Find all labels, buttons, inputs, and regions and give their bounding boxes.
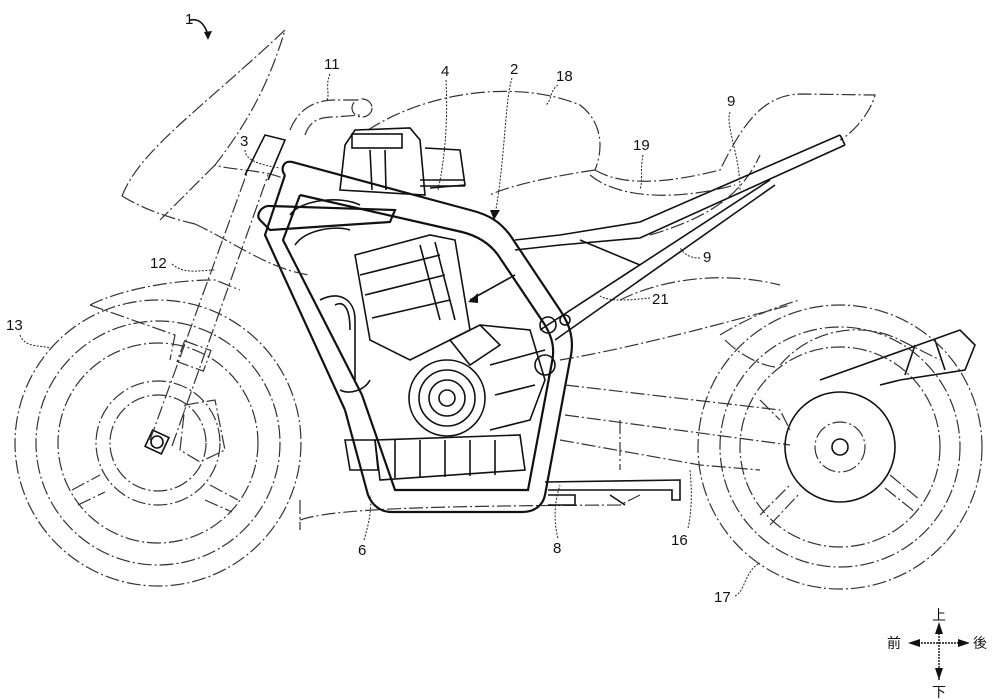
- ref-label-2: 2: [510, 61, 518, 78]
- front-wheel: [14, 299, 302, 587]
- ref-label-11: 11: [324, 56, 340, 73]
- leader-9b: [679, 247, 701, 259]
- leader-18: [545, 84, 559, 106]
- arrow-2-icon: [490, 210, 500, 220]
- leader-12: [171, 263, 216, 272]
- arrow-front-icon: [908, 639, 920, 647]
- compass-front-label: 前: [887, 635, 901, 652]
- arrow-down-icon: [935, 668, 943, 680]
- main-frame: [257, 160, 574, 514]
- leader-19: [639, 154, 644, 191]
- leader-6: [363, 494, 372, 541]
- engine: [344, 234, 546, 481]
- leader-8: [554, 484, 561, 539]
- ref-label-12: 12: [150, 255, 167, 272]
- arrow-up-icon: [935, 622, 943, 634]
- leader-11: [326, 73, 331, 101]
- ref-label-6: 6: [358, 542, 366, 559]
- ref-label-19: 19: [633, 137, 650, 154]
- ref-label-13: 13: [6, 317, 23, 334]
- fuel-tank: [367, 90, 601, 196]
- leader-4: [437, 79, 448, 191]
- leader-13: [19, 334, 51, 349]
- leader-9a: [728, 111, 741, 191]
- ref-label-4: 4: [441, 63, 449, 80]
- compass-up-label: 上: [932, 608, 946, 624]
- leader-2: [494, 77, 513, 216]
- leader-21: [599, 295, 651, 301]
- leader-16: [687, 469, 692, 529]
- compass-rear-label: 後: [973, 636, 987, 652]
- exhaust-pipe: [544, 479, 681, 506]
- ref-label-8: 8: [553, 540, 561, 557]
- front-fork: [149, 134, 287, 447]
- direction-compass: 上 下 前 後: [887, 608, 987, 700]
- rear-fender: [719, 299, 976, 386]
- ref-label-21: 21: [652, 291, 669, 308]
- leader-17: [734, 562, 761, 597]
- ref-label-18: 18: [556, 68, 573, 85]
- front-cowl: [121, 28, 287, 225]
- arrow-rear-icon: [958, 639, 970, 647]
- radiator-hoses: [289, 199, 371, 393]
- ref-label-17: 17: [714, 589, 731, 606]
- front-fender: [89, 279, 241, 361]
- rear-wheel: [697, 304, 983, 590]
- reference-labels: 1 2 3 4 6 8 9 9 11 12 13 16 17 18 19 21: [6, 11, 761, 606]
- air-box: [339, 127, 466, 196]
- handlebar: [289, 98, 373, 136]
- arrow-1-icon: [204, 31, 212, 40]
- ref-label-9a: 9: [727, 93, 735, 110]
- swing-arm: [559, 384, 791, 471]
- ref-label-9b: 9: [703, 249, 711, 266]
- seat-rails: [514, 134, 846, 341]
- seat: [589, 93, 876, 236]
- compass-down-label: 下: [932, 685, 946, 700]
- ref-label-3: 3: [240, 133, 248, 150]
- ref-label-16: 16: [671, 532, 688, 549]
- body-cover: [194, 223, 791, 530]
- ref-label-1: 1: [185, 11, 193, 28]
- arrow-21-icon: [468, 293, 478, 303]
